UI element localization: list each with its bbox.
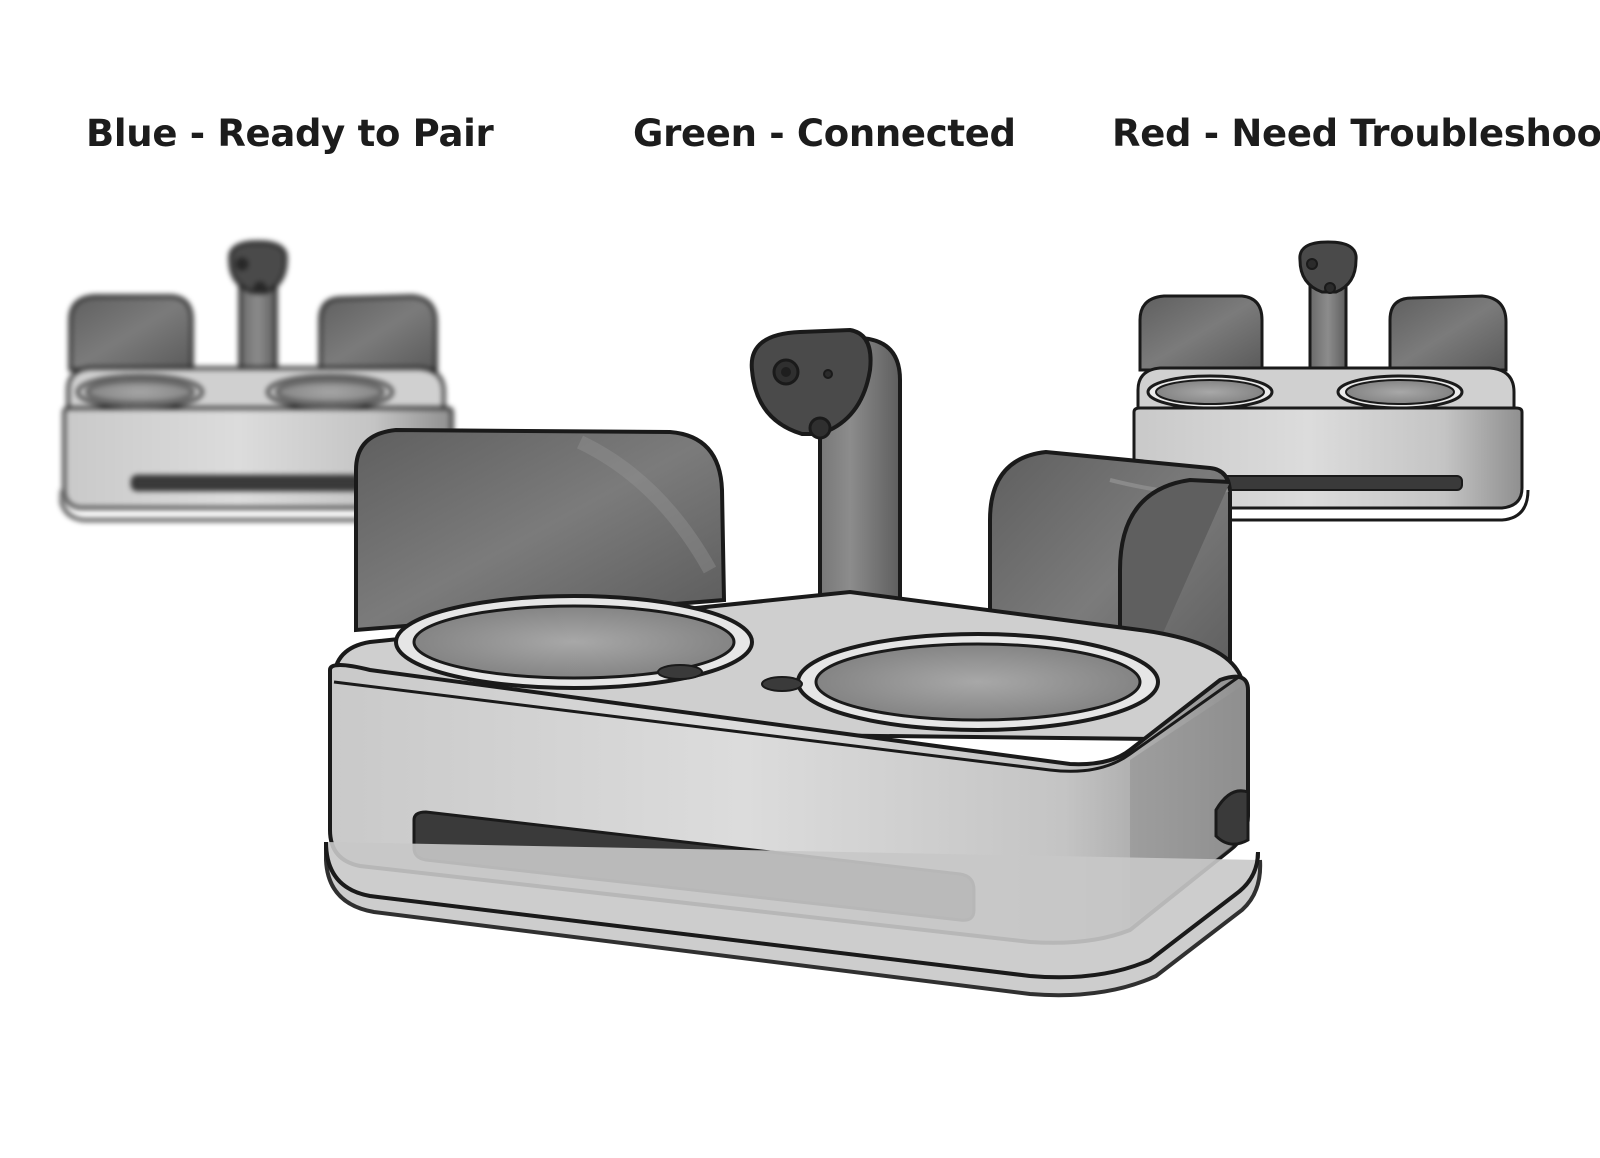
status-label-green: Green - Connected: [633, 112, 1016, 155]
status-label-blue: Blue - Ready to Pair: [86, 112, 494, 155]
pet-feeder-icon: [324, 327, 1280, 1030]
status-label-red: Red - Need Troubleshoot: [1112, 112, 1600, 155]
